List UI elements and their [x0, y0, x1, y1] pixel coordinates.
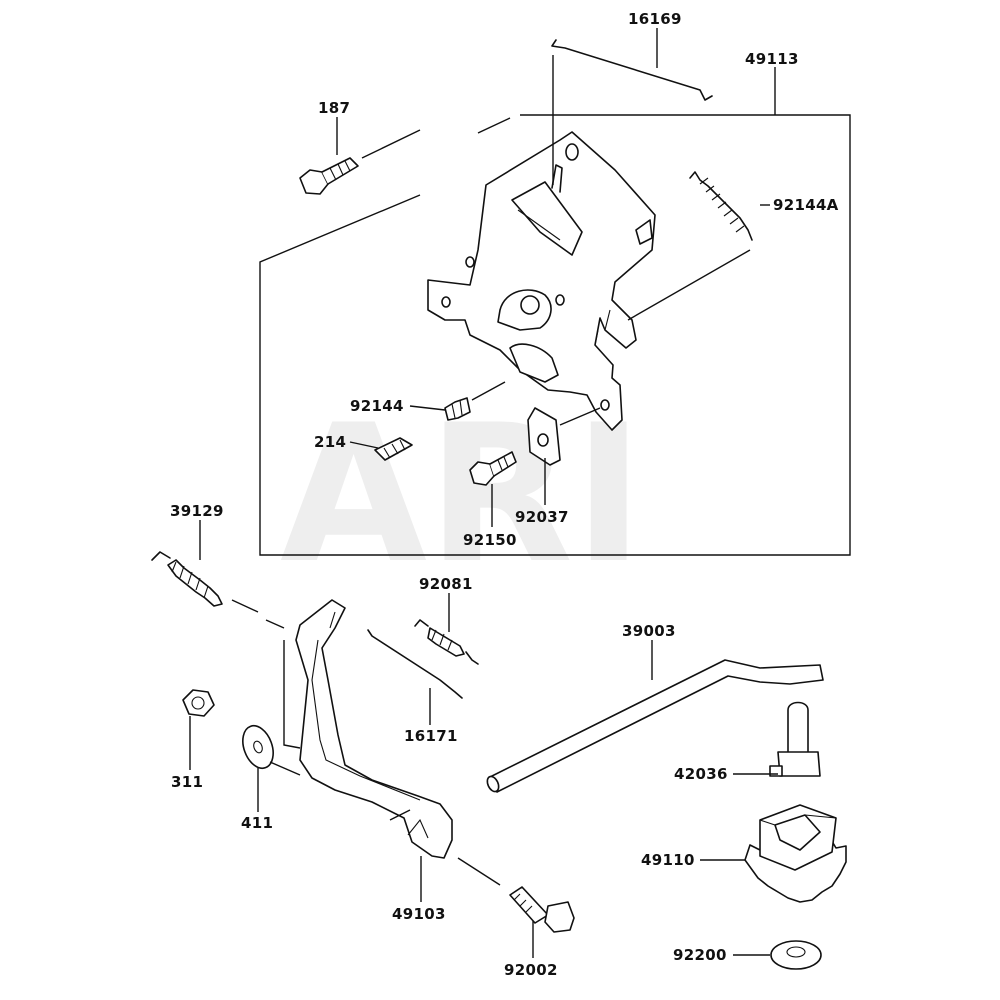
part-92150-bolt [469, 451, 517, 486]
part-49110-gear [744, 804, 847, 903]
part-16169-rod [551, 39, 713, 185]
label-92144A: 92144A [773, 196, 839, 214]
assembly-frame [259, 114, 851, 556]
label-39003: 39003 [622, 622, 676, 640]
label-92002: 92002 [504, 961, 558, 979]
part-39003-shaft [486, 659, 824, 793]
label-49103: 49103 [392, 905, 446, 923]
part-311-nut [182, 689, 215, 717]
label-49110: 49110 [641, 851, 695, 869]
control-plate [427, 131, 656, 431]
watermark: ARI [280, 384, 644, 605]
part-92200-washer [770, 940, 822, 970]
part-214-bolt [374, 437, 413, 461]
part-39129-spring [151, 551, 301, 749]
part-92081-spring [414, 619, 479, 665]
label-187: 187 [318, 99, 350, 117]
label-92150: 92150 [463, 531, 517, 549]
part-42036-pin [769, 701, 821, 777]
label-311: 311 [171, 773, 203, 791]
label-92200: 92200 [673, 946, 727, 964]
part-labels: 16169 49113 187 92144A 92144 214 92037 9… [170, 10, 839, 979]
part-187-bolt [299, 129, 421, 195]
part-49103-lever [295, 599, 453, 859]
label-214: 214 [314, 433, 346, 451]
label-16171: 16171 [404, 727, 458, 745]
part-92144-spring [444, 381, 506, 421]
part-92002-bolt [457, 857, 575, 933]
label-92081: 92081 [419, 575, 473, 593]
label-42036: 42036 [674, 765, 728, 783]
leader-lines [189, 28, 778, 958]
label-16169: 16169 [628, 10, 682, 28]
label-49113: 49113 [745, 50, 799, 68]
label-411: 411 [241, 814, 273, 832]
part-92144A-spring [627, 171, 753, 321]
label-39129: 39129 [170, 502, 224, 520]
label-92037: 92037 [515, 508, 569, 526]
part-92037-bracket [527, 407, 601, 466]
part-16171-rod [367, 629, 463, 699]
part-411-washer [242, 724, 301, 776]
label-92144: 92144 [350, 397, 404, 415]
